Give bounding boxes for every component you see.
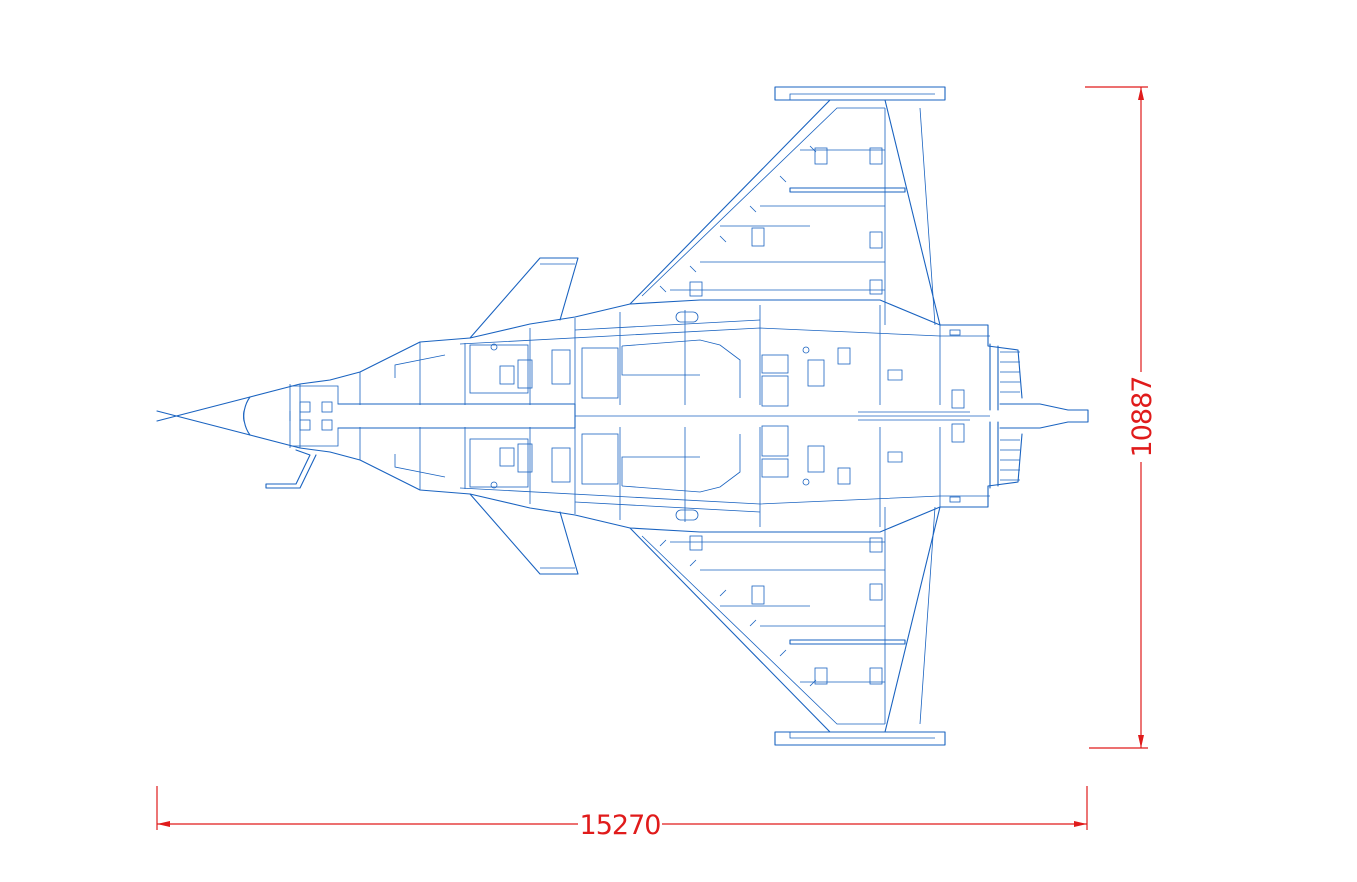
airframe-outline [156, 86, 1089, 746]
length-dimension-label: 15270 [580, 810, 661, 841]
span-dimension-label: 10887 [1127, 377, 1158, 458]
length-dimension: 15270 [156, 786, 1088, 841]
span-dimension: 10887 [1085, 86, 1158, 749]
